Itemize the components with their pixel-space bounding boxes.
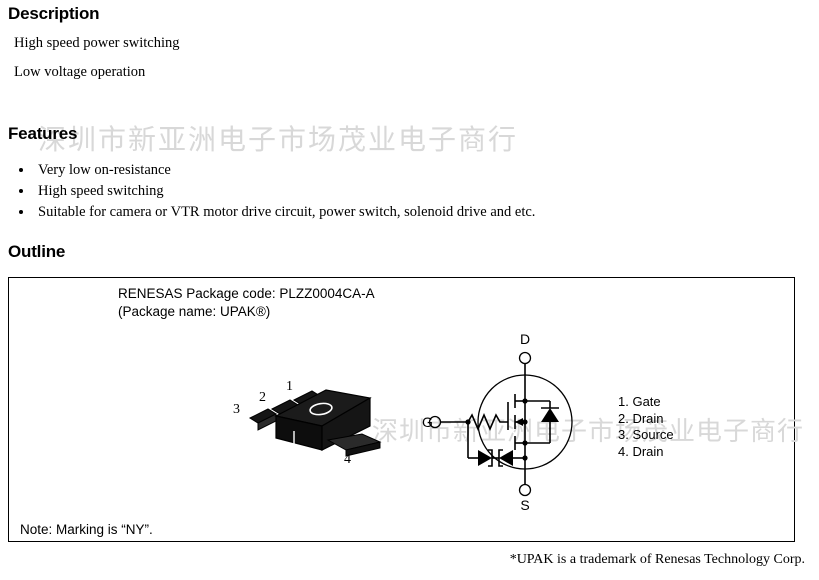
bullet-dot-icon: [19, 189, 23, 193]
package-mounting-hole: [309, 402, 333, 416]
drain-terminal-label: D: [520, 331, 530, 347]
feature-text: High speed switching: [38, 183, 164, 199]
package-pin-number-3: 3: [233, 402, 240, 417]
features-bullet-list: Very low on-resistance High speed switch…: [14, 160, 714, 223]
package-name-label: (Package name: UPAK®): [118, 304, 271, 319]
bullet-dot-icon: [19, 168, 23, 172]
package-pin-number-1: 1: [286, 379, 293, 394]
gate-terminal-label: G: [422, 414, 433, 430]
schematic-symbol: .wire { stroke:#000; stroke-width:1.6; f…: [420, 330, 600, 520]
feature-text: Very low on-resistance: [38, 162, 171, 178]
drain-terminal-circle: [518, 351, 532, 365]
marking-note: Note: Marking is “NY”.: [20, 522, 153, 537]
watermark-text-top: 深圳市新亚洲电子市场茂业电子商行: [38, 123, 519, 156]
schematic-symbol-svg: .wire { stroke:#000; stroke-width:1.6; f…: [422, 331, 573, 513]
package-drawing-svg: [248, 389, 382, 457]
pin-legend-item-1: 1. Gate: [618, 394, 661, 409]
gate-resistor: [467, 412, 508, 432]
bullet-dot-icon: [19, 210, 23, 214]
zener-diode-right-triangle: [499, 450, 513, 466]
zener-diode-left-triangle: [478, 450, 492, 466]
pin-legend-item-4: 4. Drain: [618, 443, 664, 459]
mosfet-body-arrow: [515, 418, 523, 426]
description-line-2: Low voltage operation: [14, 64, 146, 80]
package-code-label: RENESAS Package code: PLZZ0004CA-A: [118, 286, 375, 301]
feature-text: Suitable for camera or VTR motor drive c…: [38, 204, 536, 220]
package-pin-number-2: 2: [259, 390, 266, 405]
source-terminal-label: S: [520, 497, 529, 513]
body-junction-dot: [522, 419, 528, 425]
outline-heading: Outline: [8, 242, 66, 261]
package-drawing: 3 2 1 4: [232, 376, 392, 476]
outline-box: [8, 277, 795, 542]
body-diode-triangle: [541, 408, 559, 422]
list-item: High speed switching: [14, 181, 714, 202]
pin-legend-item-2: 2. Drain: [618, 410, 664, 426]
package-tab-lead-side: [345, 441, 381, 457]
trademark-footnote: *UPAK is a trademark of Renesas Technolo…: [509, 552, 805, 567]
description-line-1: High speed power switching: [14, 35, 180, 51]
features-heading: Features: [8, 124, 78, 143]
package-pin-number-4: 4: [344, 452, 351, 467]
list-item: Very low on-resistance: [14, 160, 714, 181]
pin-legend: 1. Gate 2. Drain 3. Source 4. Drain: [618, 394, 674, 460]
zener-source-junction-dot: [522, 455, 528, 461]
pin-legend-item-3: 3. Source: [618, 427, 674, 442]
list-item: Suitable for camera or VTR motor drive c…: [14, 202, 714, 223]
package-body-right: [321, 396, 371, 451]
description-heading: Description: [8, 4, 100, 23]
source-terminal-circle: [518, 483, 532, 497]
